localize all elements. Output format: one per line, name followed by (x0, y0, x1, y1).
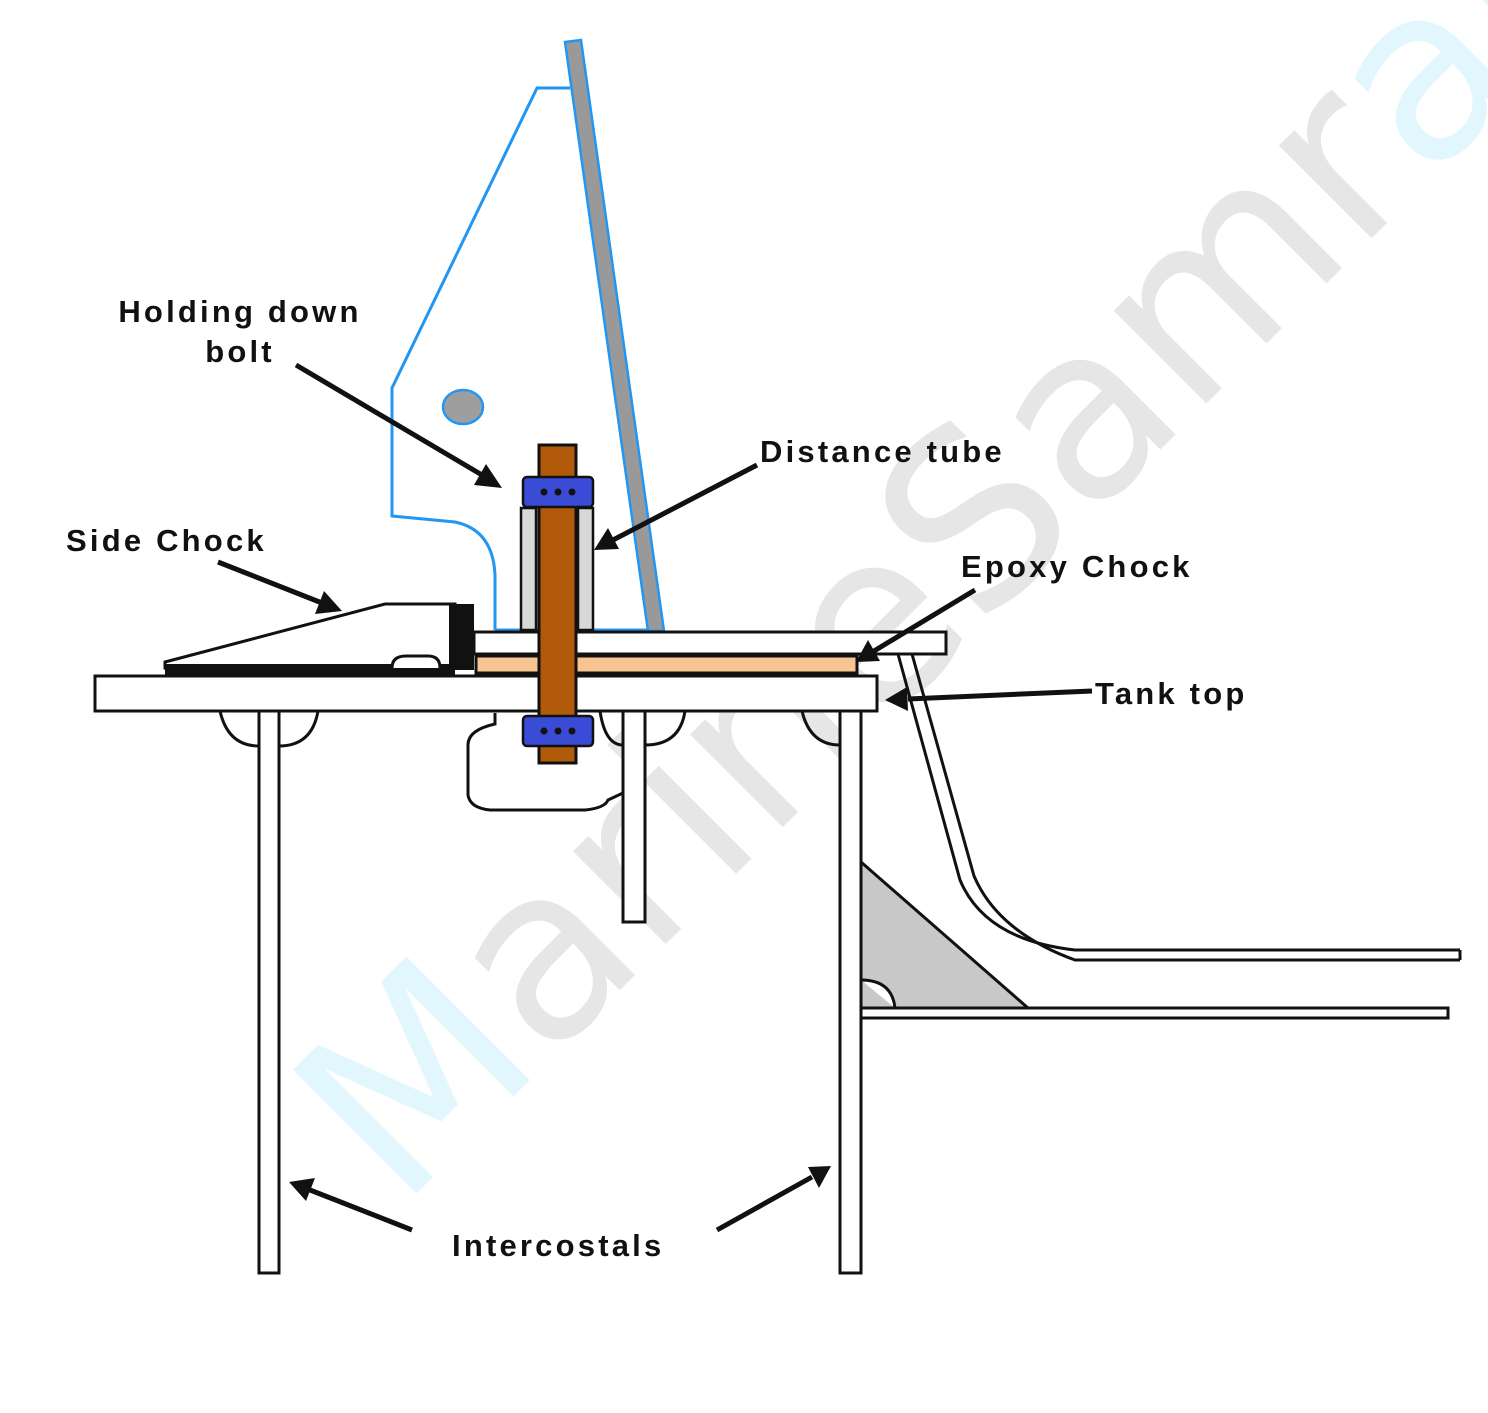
side-chock-base-liner (165, 664, 455, 675)
bedplate-outline (390, 86, 570, 630)
bedplate-hole (441, 388, 485, 426)
tank-top-arrow (885, 687, 1093, 711)
side-chock-arrow (217, 559, 342, 614)
scallop (218, 710, 260, 748)
intercostal-right-arrow (715, 1166, 831, 1233)
distance-tube-right (576, 506, 595, 632)
intercostal-right (838, 709, 863, 1275)
intercostal-middle (621, 709, 647, 924)
label-epoxy-chock: Epoxy Chock (961, 549, 1193, 584)
bedplate-flange (472, 630, 948, 656)
bracket-scallop (860, 978, 897, 1009)
label-holding-down-bolt-line2: bolt (205, 334, 275, 369)
scallop (278, 710, 320, 748)
label-tank-top: Tank top (1095, 676, 1247, 711)
intercostal-left (257, 709, 281, 1275)
lower-nut (521, 714, 595, 748)
scallop (598, 710, 624, 747)
intercostal-left-arrow (289, 1178, 413, 1233)
distance-tube-arrow (594, 462, 759, 550)
label-distance-tube: Distance tube (760, 434, 1005, 469)
hopper-plate-outer (896, 653, 1460, 952)
side-chock-wedge (449, 604, 474, 670)
bottom-girder-plate (859, 1006, 1450, 1020)
scallop (644, 710, 687, 747)
tank-top-plate (93, 674, 879, 713)
upper-nut (521, 475, 595, 509)
label-intercostals: Intercostals (452, 1228, 664, 1263)
scallop (800, 710, 841, 747)
side-chock-relief (390, 654, 442, 669)
holding-down-bolt-arrow (294, 362, 502, 488)
bolt-access-cutout (466, 713, 624, 812)
epoxy-chock (474, 654, 859, 675)
distance-tube-left (519, 506, 538, 632)
label-holding-down-bolt-line1: Holding down (118, 294, 361, 329)
label-side-chock: Side Chock (66, 523, 267, 558)
hopper-plate-inner (910, 653, 1460, 962)
epoxy-chock-arrow (856, 587, 977, 662)
